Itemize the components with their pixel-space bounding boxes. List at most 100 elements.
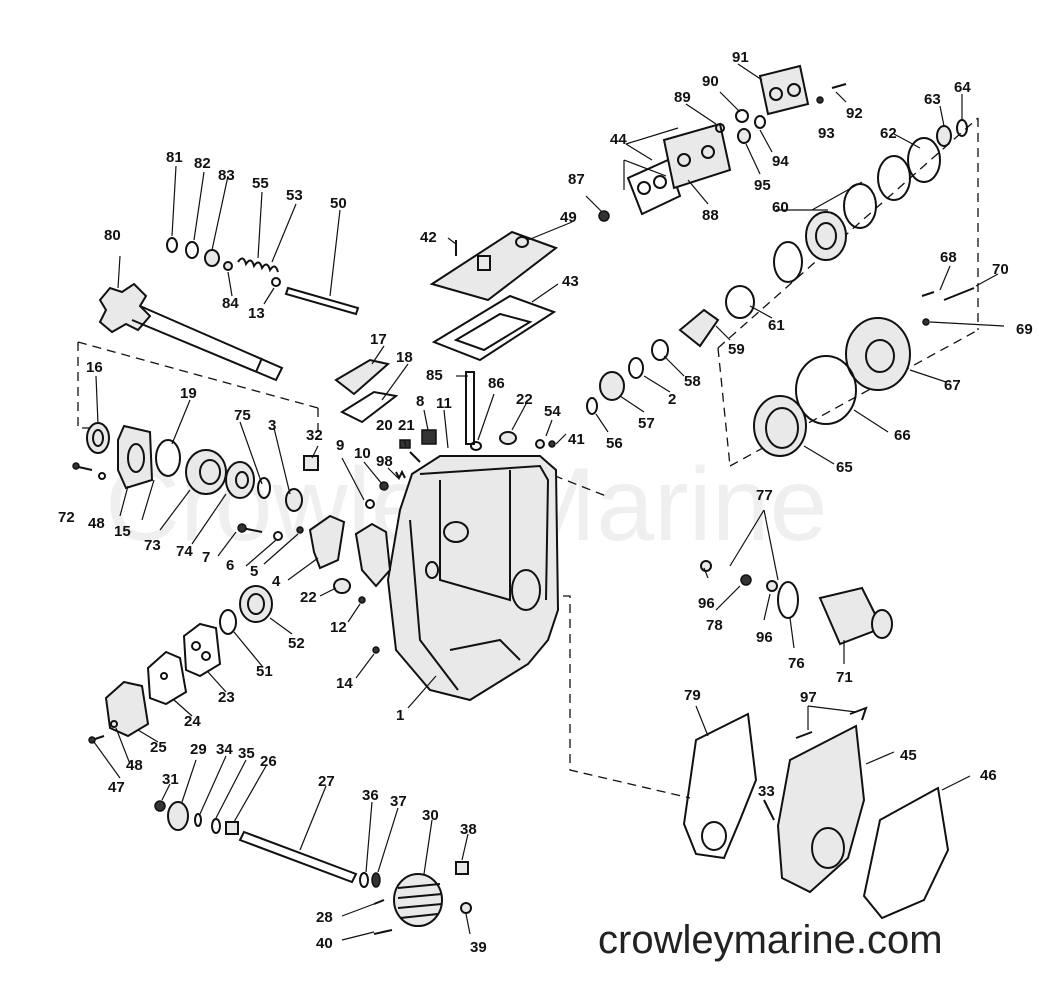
plate-60b [805,211,847,261]
label-77: 77 [756,487,773,504]
ring-64 [956,119,968,137]
oring-81 [166,237,178,253]
nut-83 [204,249,220,267]
label-13: 13 [248,305,265,322]
label-54: 54 [544,403,561,420]
label-48b: 48 [126,757,143,774]
label-16: 16 [86,359,103,376]
label-91: 91 [732,49,749,66]
part-labels: 91 89 90 92 93 94 95 44 87 88 60 62 63 6… [58,49,1033,956]
washer-34 [194,813,202,827]
label-86: 86 [488,375,505,392]
cover-25 [104,680,150,738]
label-43: 43 [562,273,579,290]
label-96b: 96 [756,629,773,646]
label-30: 30 [422,807,439,824]
pump-gear-52 [239,585,273,623]
screw-87 [598,210,610,222]
label-17: 17 [370,331,387,348]
housing-45 [776,724,866,894]
washer-82 [185,241,199,259]
label-23: 23 [218,689,235,706]
pump-plate-44 [662,122,732,190]
label-27: 27 [318,773,335,790]
label-40: 40 [316,935,333,952]
label-19: 19 [180,385,197,402]
gasket-43 [431,294,557,362]
label-59: 59 [728,341,745,358]
label-60: 60 [772,199,789,216]
label-26: 26 [260,753,277,770]
label-14: 14 [336,675,353,692]
label-18: 18 [396,349,413,366]
label-68: 68 [940,249,957,266]
nut-22a [499,431,517,445]
valve-95 [737,128,751,144]
bushing-38 [455,861,469,875]
label-63: 63 [924,91,941,108]
label-61: 61 [768,317,785,334]
plate-60c [843,183,877,229]
label-35: 35 [238,745,255,762]
label-62: 62 [880,125,897,142]
washer-54 [535,439,545,449]
gasket-46 [862,786,950,920]
ring-gear-65 [753,395,807,457]
motor-71 [818,586,893,646]
screw-21 [409,451,421,463]
label-20: 20 [376,417,393,434]
spring-55 [237,257,279,273]
site-credit: crowleymarine.com [598,918,943,962]
lockwasher-48a [98,472,106,480]
shaft-59 [678,308,720,348]
oring-86 [470,441,482,451]
screw-7 [237,523,263,533]
screw-33 [763,799,775,821]
label-58: 58 [684,373,701,390]
label-64: 64 [954,79,971,96]
label-93: 93 [818,125,835,142]
seal-16 [86,422,110,454]
pin-28 [373,899,385,905]
label-73: 73 [144,537,161,554]
gear-29 [167,801,189,831]
label-51: 51 [256,663,273,680]
label-7: 7 [202,549,210,566]
label-66: 66 [894,427,911,444]
nut-78 [740,574,752,586]
label-55: 55 [252,175,269,192]
plate-79 [682,712,758,860]
oring-19 [155,439,181,477]
label-42: 42 [420,229,437,246]
label-9: 9 [336,437,344,454]
oring-51 [219,609,237,635]
label-92: 92 [846,105,863,122]
plate-24 [146,650,188,706]
label-69: 69 [1016,321,1033,338]
label-97: 97 [800,689,817,706]
label-39: 39 [470,939,487,956]
gasket-88 [626,158,682,216]
washer-6 [273,531,283,541]
shift-shaft-80 [98,282,284,382]
tube-85 [465,371,475,445]
label-3: 3 [268,417,276,434]
label-85: 85 [426,367,443,384]
spring-98 [395,469,406,481]
gasket-76 [777,581,799,619]
label-25: 25 [150,739,167,756]
cover-67 [845,317,911,391]
label-10: 10 [354,445,371,462]
label-46: 46 [980,767,997,784]
nut-31 [154,800,166,812]
main-housing-1 [386,455,560,702]
plate-60a [773,241,803,283]
gasket-18 [339,390,399,424]
label-31: 31 [162,771,179,788]
gear-57 [599,371,625,401]
washer-37 [371,872,381,888]
label-67: 67 [944,377,961,394]
spool-30 [393,873,443,927]
disc-62b [907,137,941,183]
